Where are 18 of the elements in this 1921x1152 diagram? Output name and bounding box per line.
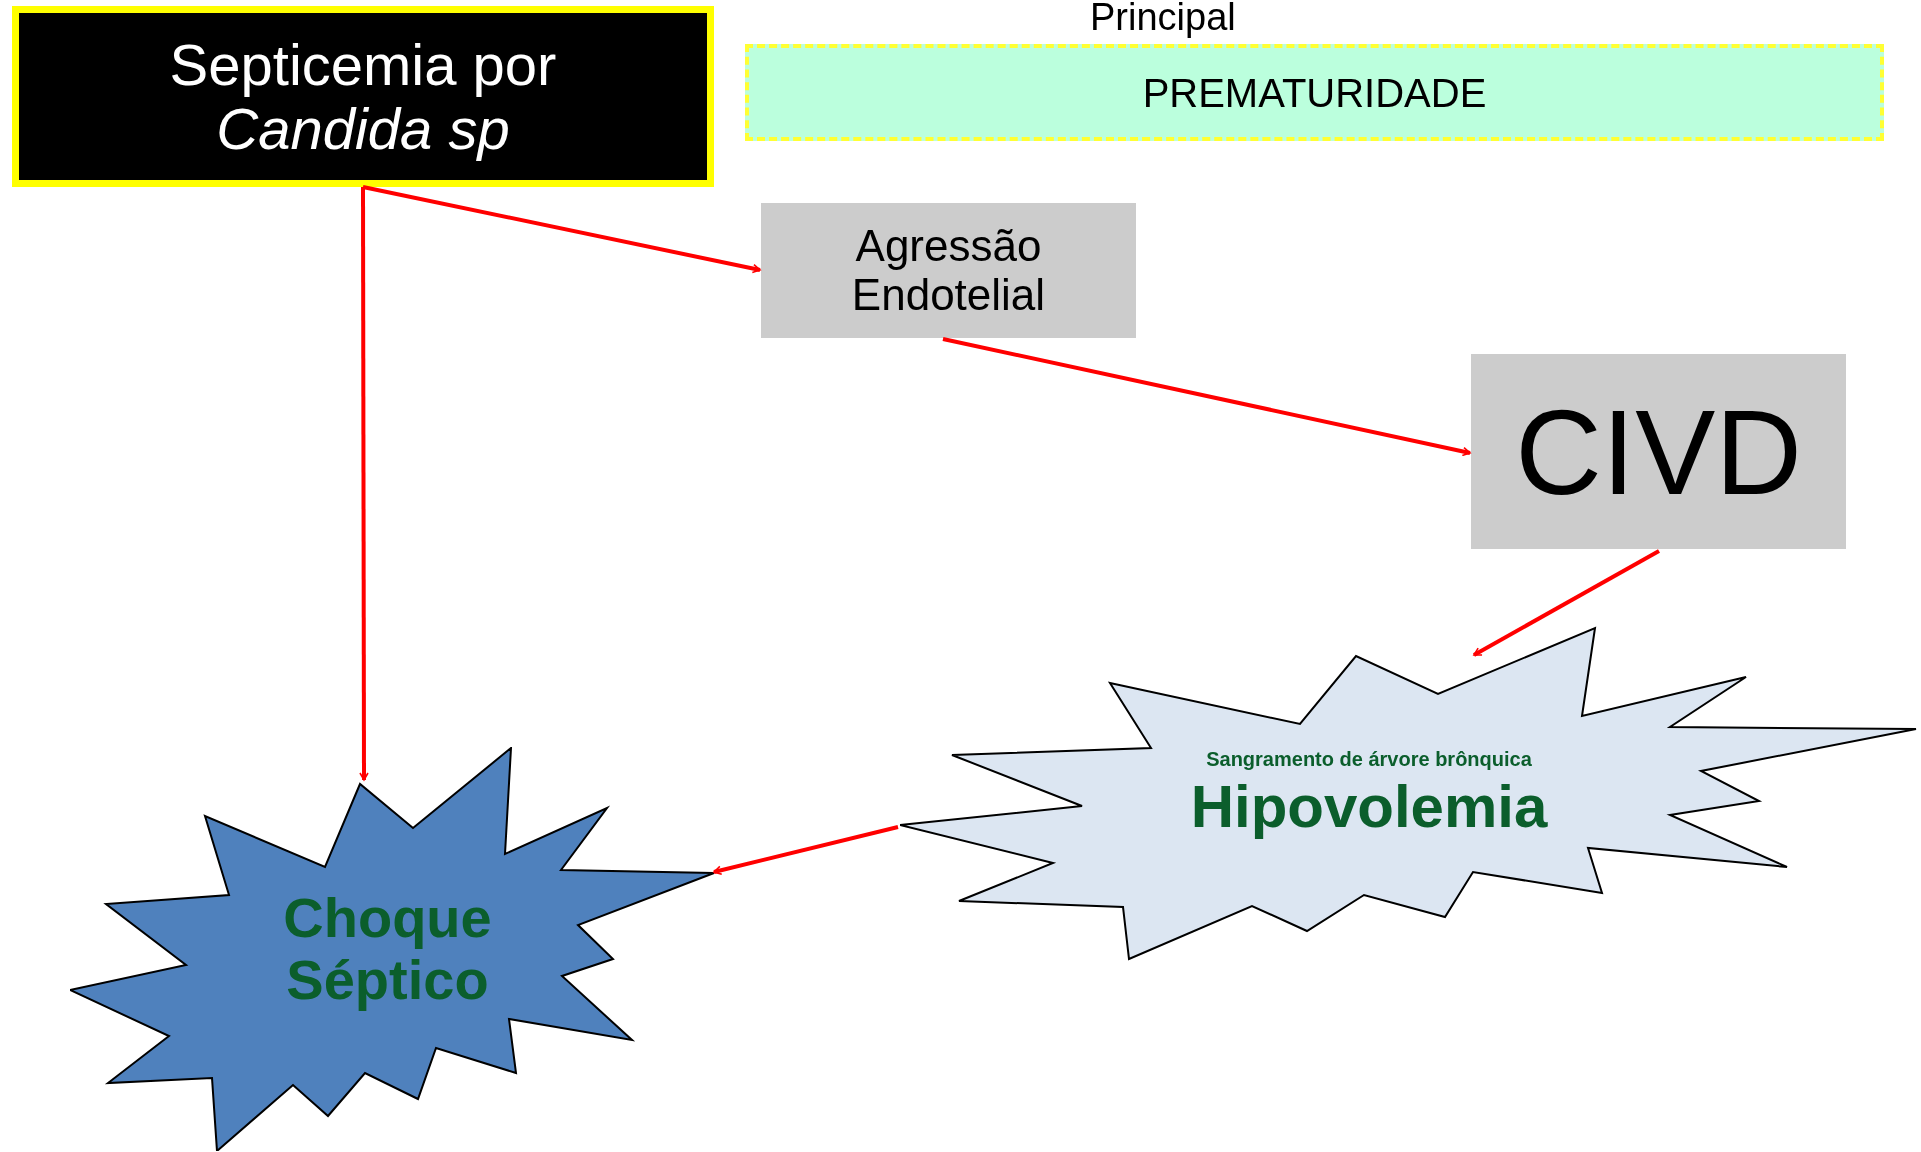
node-text: Septicemia por Candida sp <box>168 32 558 161</box>
node-text: Agressão Endotelial <box>850 222 1047 319</box>
arrow <box>942 337 1471 457</box>
arrow <box>713 825 899 875</box>
arrow <box>359 187 369 781</box>
node-text: Choque Séptico <box>282 887 493 1011</box>
node-text: Hipovolemia <box>1190 774 1548 840</box>
arrow <box>1473 549 1660 657</box>
process-box <box>1471 354 1846 549</box>
node-text: CIVD <box>1515 385 1802 518</box>
title-text: Principal <box>1090 0 1236 39</box>
starburst-shape <box>70 747 715 1151</box>
node-text: Sangramento de árvore brônquica <box>1206 748 1532 770</box>
process-box <box>12 6 714 187</box>
process-box <box>761 203 1136 338</box>
process-box <box>745 44 1884 141</box>
node-text: PREMATURIDADE <box>1142 70 1487 115</box>
arrow <box>362 185 761 274</box>
